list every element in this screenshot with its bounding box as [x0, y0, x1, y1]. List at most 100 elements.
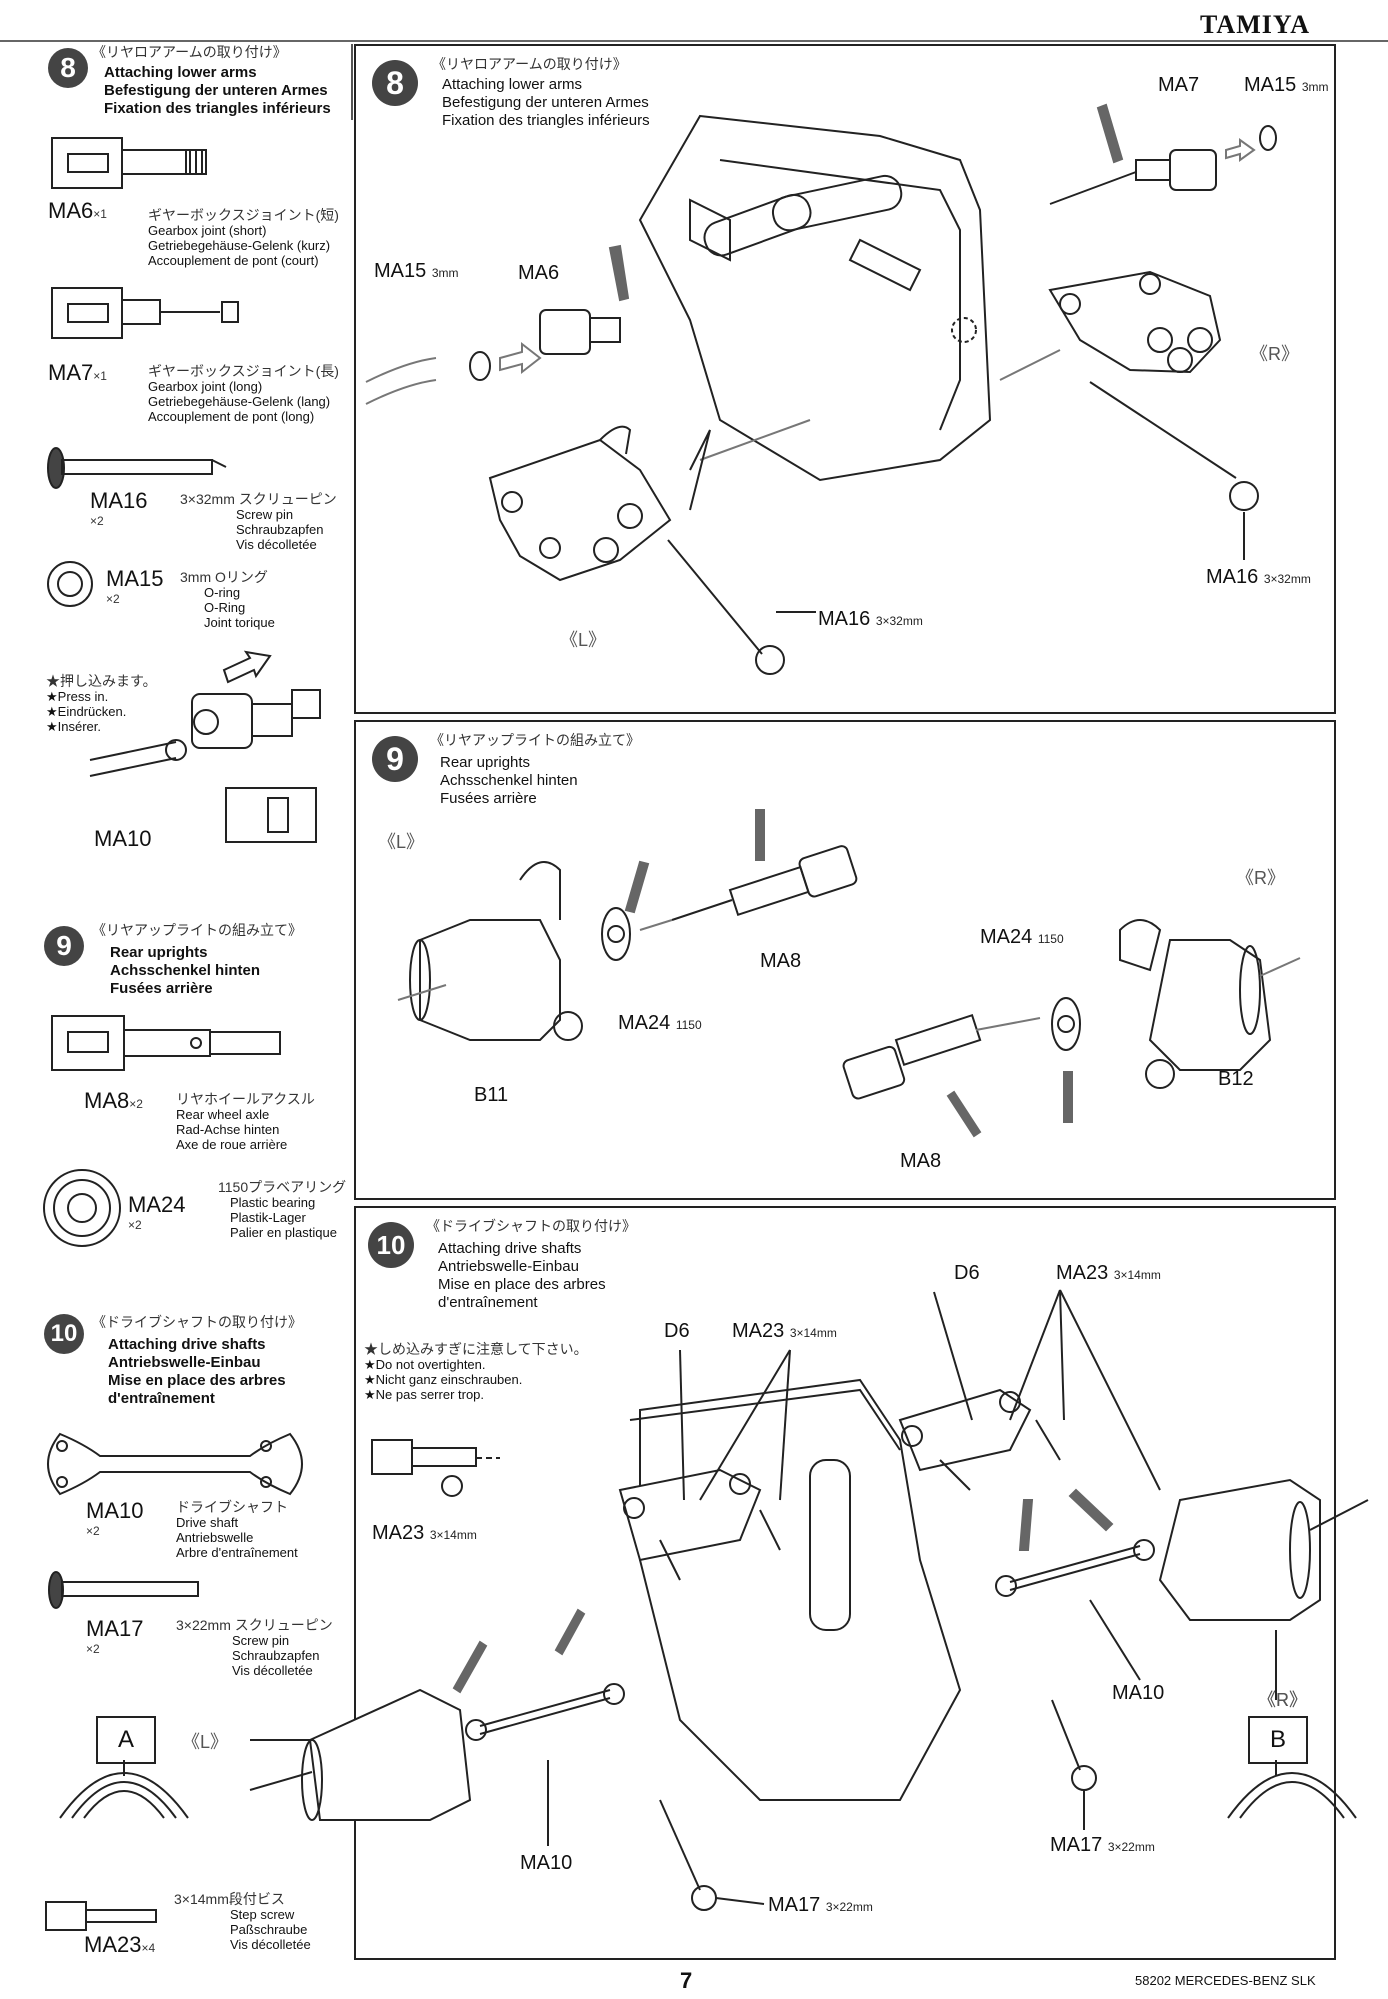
p10-d6-right-label: D6 [954, 1262, 980, 1284]
sidebar-step10-en: Attaching drive shafts [108, 1336, 266, 1353]
p8-ma6-part [365, 244, 630, 405]
panel9-de: Achsschenkel hinten [440, 772, 578, 789]
sidebar-step8-badge: 8 [48, 48, 88, 88]
sidebar-step10-fr: Mise en place des arbres d'entraînement [108, 1372, 286, 1407]
part-ma17: MA17 ×2 [86, 1616, 144, 1656]
sidebar-step10-jp: 《ドライブシャフトの取り付け》 [92, 1314, 302, 1330]
panel9-badge: 9 [372, 736, 418, 782]
ma23-drawing [45, 1901, 157, 1931]
panel10-badge: 10 [368, 1222, 414, 1268]
panel8-en: Attaching lower arms [442, 76, 583, 93]
panel8-badge: 8 [372, 60, 418, 106]
panel-step8 [354, 44, 1336, 714]
ma6-drawing [51, 137, 207, 189]
p9-l-label: 《L》 [378, 832, 425, 852]
panel-step10 [354, 1206, 1336, 1960]
page-number: 7 [680, 1968, 693, 1993]
sidebar-step8-fr: Fixation des triangles inférieurs [104, 100, 331, 117]
p10-ma10-right-label: MA10 [1112, 1682, 1165, 1704]
wheel-arc-b [1227, 1772, 1357, 1819]
part-ma15: MA15 ×2 [106, 566, 164, 606]
p8-ma16-bottom-label: MA16 3×32mm [818, 608, 923, 630]
ma17-drawing [48, 1571, 199, 1609]
part-ma7-desc: ギヤーボックスジョイント(長) Gearbox joint (long) Get… [148, 363, 339, 425]
panel10-note: ★しめ込みすぎに注意して下さい。 ★Do not overtighten. ★N… [364, 1341, 588, 1403]
panel9-fr: Fusées arrière [440, 790, 537, 807]
part-ma23-desc: 3×14mm段付ビス Step screw Paßschraube Vis dé… [174, 1891, 311, 1953]
p9-ma24-right [1051, 997, 1081, 1051]
p8-ma6-label: MA6 [518, 262, 560, 284]
view-box-a: A [96, 1716, 156, 1764]
p8-ma7-label: MA7 [1158, 74, 1200, 96]
p8-pins [667, 349, 1259, 675]
part-code: MA6×1 [48, 198, 107, 223]
part-ma24-desc: 1150プラベアリング Plastic bearing Plastik-Lage… [218, 1179, 347, 1241]
panel10-fr2: d'entraînement [438, 1294, 538, 1311]
p10-right-arm [898, 1388, 1032, 1472]
p9-ma24-right-label: MA24 1150 [980, 926, 1064, 948]
p10-ma10-left [452, 1608, 625, 1741]
p8-ma15-top-label: MA15 3mm [1244, 74, 1329, 96]
sidebar-step9-de: Achsschenkel hinten [110, 962, 261, 979]
p9-b12-label: B12 [1218, 1068, 1254, 1090]
part-ma16-desc: 3×32mm スクリューピン Screw pin Schraubzapfen V… [180, 491, 337, 553]
part-ma8-desc: リヤホイールアクスル Rear wheel axle Rad-Achse hin… [176, 1091, 315, 1153]
p10-ma10-bottom-label: MA10 [520, 1852, 573, 1874]
p9-r-label: 《R》 [1236, 868, 1285, 888]
p10-ma17-right-label: MA17 3×22mm [1050, 1834, 1155, 1856]
wheel-arc-a [59, 1772, 189, 1819]
p9-ma8-bottom-label: MA8 [900, 1150, 942, 1172]
panel9-en: Rear uprights [440, 754, 531, 771]
p10-ma23-detail-label: MA23 3×14mm [372, 1522, 477, 1544]
part-ma24: MA24 ×2 [128, 1192, 186, 1232]
p8-r-label: 《R》 [1250, 344, 1299, 364]
sidebar-step10-de: Antriebswelle-Einbau [108, 1354, 261, 1371]
panel10-jp: 《ドライブシャフトの取り付け》 [426, 1218, 636, 1234]
panel10-fr: Mise en place des arbres [438, 1276, 606, 1293]
ma7-drawing [51, 287, 239, 339]
panel8-de: Befestigung der unteren Armes [442, 94, 649, 111]
sidebar-step9-jp: 《リヤアップライトの組み立て》 [92, 922, 302, 938]
sidebar-step9-en: Rear uprights [110, 944, 208, 961]
p10-ma23-detail [371, 1439, 500, 1497]
sidebar-step8-en: Attaching lower arms [104, 64, 257, 81]
p9-right-upright [1119, 919, 1301, 1089]
part-ma8: MA8×2 [84, 1088, 143, 1113]
sidebar-step8-de: Befestigung der unteren Armes [104, 82, 328, 99]
part-ma10: MA10 ×2 [86, 1498, 144, 1538]
p10-left-hub [249, 1688, 472, 1821]
p8-right-arm [1048, 270, 1222, 374]
ma16-drawing [47, 447, 227, 489]
part-ma16: MA16 ×2 [90, 488, 148, 528]
p10-ma17-bottom-label: MA17 3×22mm [768, 1894, 873, 1916]
p9-ma8-top [624, 809, 858, 931]
model-name: 58202 MERCEDES-BENZ SLK [1135, 1973, 1316, 1988]
ma15-drawing [47, 561, 93, 607]
press-in-drawing [89, 650, 321, 843]
p9-ma8-bottom [842, 1014, 1073, 1138]
panel9-jp: 《リヤアップライトの組み立て》 [430, 732, 640, 748]
part-ma23: MA23×4 [84, 1932, 156, 1957]
view-box-b: B [1248, 1716, 1308, 1764]
sidebar-step9-badge: 9 [44, 926, 84, 966]
p10-d6-left-label: D6 [664, 1320, 690, 1342]
p10-right-hub [1158, 1478, 1369, 1700]
part-ma10-desc: ドライブシャフト Drive shaft Antriebswelle Arbre… [176, 1499, 298, 1561]
ma24-drawing [43, 1169, 121, 1247]
p10-r-label: 《R》 [1258, 1690, 1307, 1710]
p8-gearbox [638, 114, 992, 482]
p8-ma15-left-label: MA15 3mm [374, 260, 459, 282]
panel-step9 [354, 720, 1336, 1200]
p8-l-label: 《L》 [560, 630, 607, 650]
p8-left-arm [488, 425, 672, 582]
p9-ma8-top-label: MA8 [760, 950, 802, 972]
p9-ma24-left-label: MA24 1150 [618, 1012, 702, 1034]
panel10-en: Attaching drive shafts [438, 1240, 582, 1257]
part-ma6: MA6×1 [48, 198, 107, 224]
part-ma17-desc: 3×22mm スクリューピン Screw pin Schraubzapfen V… [176, 1617, 333, 1679]
left-mark: 《L》 [182, 1732, 229, 1752]
p9-left-upright [397, 861, 583, 1041]
ma10-drawing [47, 1432, 303, 1496]
sidebar-step8-jp: 《リヤロアアームの取り付け》 [92, 44, 287, 60]
